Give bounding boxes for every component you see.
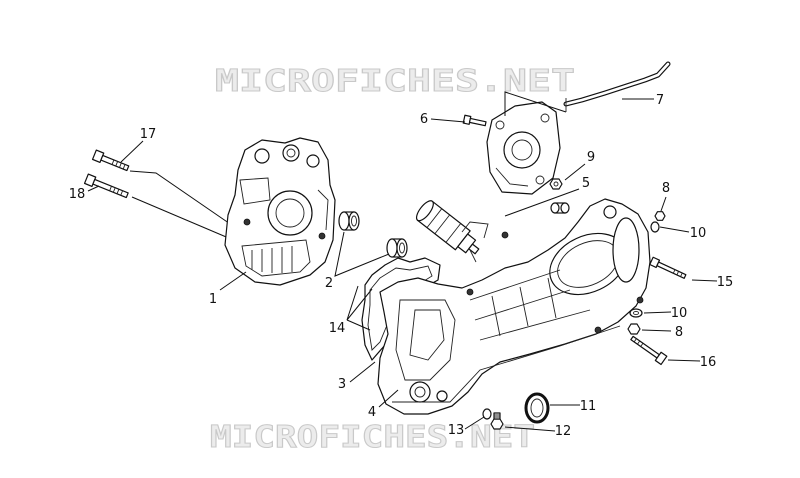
part-2-bearing-a	[338, 211, 360, 231]
leader-line-6	[430, 118, 466, 123]
part-9-nut	[549, 178, 563, 190]
starter-bracket	[461, 221, 489, 263]
assembly-line-17	[129, 170, 237, 229]
part-16-bolt	[630, 335, 668, 366]
side-cover-plate	[486, 101, 561, 195]
leader-line-5	[504, 188, 580, 217]
part-10-washer-lower-hole	[633, 310, 639, 316]
part-5-dowel	[550, 202, 570, 214]
callout-6: 6	[420, 112, 428, 127]
part-12-drain-plug	[490, 412, 504, 430]
callout-13: 13	[448, 423, 465, 438]
callout-3: 3	[338, 377, 346, 392]
callout-17: 17	[140, 127, 157, 142]
leader-line-17	[120, 140, 144, 163]
callout-10: 10	[690, 226, 707, 241]
starter-motor	[415, 200, 480, 255]
callout-8: 8	[662, 181, 670, 196]
leader-line-10	[659, 226, 690, 233]
starter-bolt	[501, 231, 509, 239]
callout-11: 11	[580, 399, 597, 414]
leader-line-13	[464, 416, 485, 430]
leader-line-12	[504, 426, 556, 432]
part-11-oil-seal	[524, 392, 550, 424]
callout-10-lower: 10	[671, 306, 688, 321]
part-1-left-crankcase	[224, 137, 336, 286]
part-17-bolt	[91, 149, 130, 172]
leader-line-8-lower	[641, 329, 672, 332]
leader-line-15	[691, 279, 718, 282]
leader-line-4	[378, 389, 399, 408]
part-10-washer-upper	[650, 221, 660, 233]
callout-15: 15	[717, 275, 734, 290]
callout-7: 7	[656, 93, 664, 108]
leader-line-8	[660, 196, 667, 212]
part-8-nut-lower	[627, 323, 641, 335]
part-2-bearing-b	[386, 238, 408, 258]
callout-12: 12	[555, 424, 572, 439]
assembly-line-18	[131, 196, 239, 243]
part-8-nut-upper	[654, 211, 666, 221]
part-10-washer-lower	[629, 308, 643, 318]
part-13-washer	[482, 408, 492, 420]
leader-line-2	[334, 231, 390, 277]
leader-line-9	[564, 163, 586, 181]
part-6-bolt	[462, 114, 487, 127]
watermark-top: MICROFICHES.NET	[215, 64, 575, 99]
callout-1: 1	[209, 292, 217, 307]
part-7-pipe	[563, 61, 671, 112]
part-18-bolt	[83, 173, 129, 199]
callout-9: 9	[587, 150, 595, 165]
leader-line-10-lower	[643, 311, 672, 314]
callout-8-lower: 8	[675, 325, 683, 340]
leader-line-18	[87, 185, 100, 192]
part-9-nut-hole	[553, 181, 559, 187]
leader-line-1	[219, 271, 247, 291]
callout-14: 14	[329, 321, 346, 336]
callout-18: 18	[69, 187, 86, 202]
part-15-bolt	[649, 256, 687, 279]
leader-line-14-b	[346, 319, 371, 331]
leader-line-16	[667, 359, 701, 362]
group-bracket-line	[504, 91, 567, 116]
callout-16: 16	[700, 355, 717, 370]
callout-4: 4	[368, 405, 376, 420]
callout-5: 5	[582, 176, 590, 191]
part-4-right-crankcase	[377, 198, 651, 415]
callout-2: 2	[325, 276, 333, 291]
watermark-bottom: MICROFICHES.NET	[210, 420, 535, 455]
leader-line-3	[349, 361, 376, 383]
